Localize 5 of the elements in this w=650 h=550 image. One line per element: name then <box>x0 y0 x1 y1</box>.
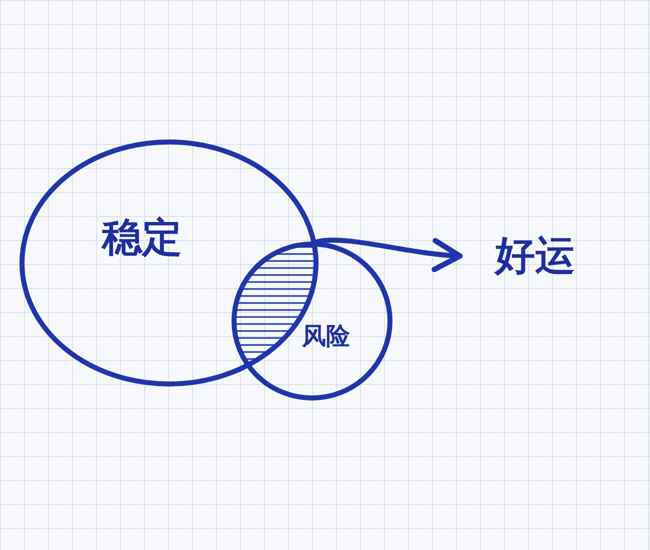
venn-circle <box>232 242 392 400</box>
circle-label: 稳定 <box>102 214 182 263</box>
circle-label: 风险 <box>302 321 350 352</box>
outcome-label: 好运 <box>495 232 575 281</box>
arrow <box>314 237 463 272</box>
